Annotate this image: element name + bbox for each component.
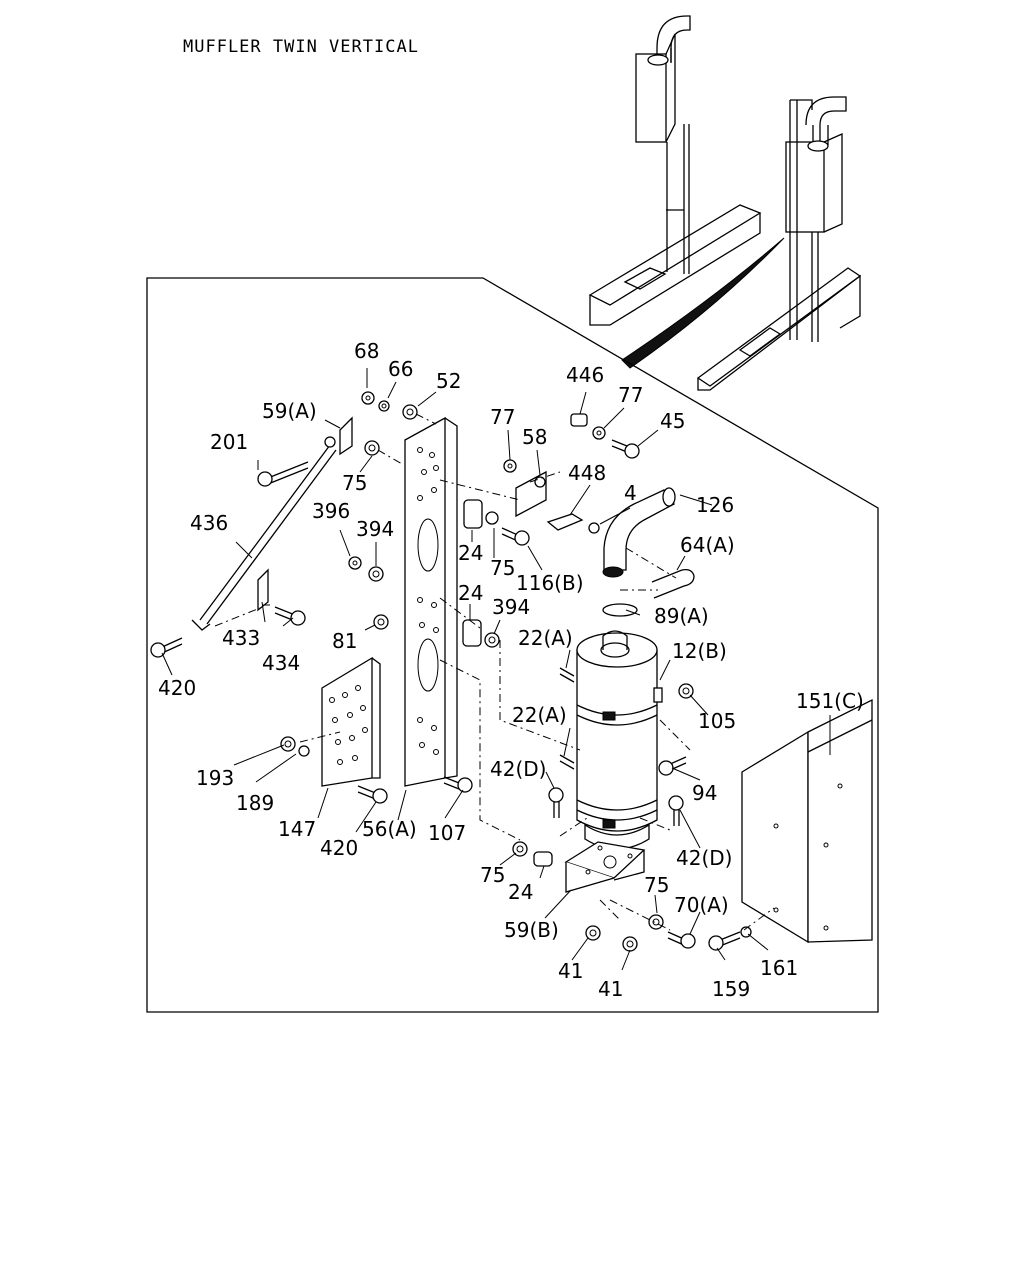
label-77-right: 77	[618, 383, 643, 407]
muffler	[576, 630, 663, 850]
label-42d-left: 42(D)	[490, 757, 546, 781]
label-420-left: 420	[158, 676, 196, 700]
label-66: 66	[388, 357, 413, 381]
label-58: 58	[522, 425, 547, 449]
bracket-448	[546, 513, 584, 531]
label-24-mid: 24	[458, 581, 483, 605]
small-bracket	[339, 416, 353, 456]
fasteners	[150, 391, 752, 952]
label-448: 448	[568, 461, 606, 485]
label-59a: 59(A)	[262, 399, 317, 423]
label-64a: 64(A)	[680, 533, 735, 557]
exhaust-pipe	[602, 487, 676, 578]
label-159: 159	[712, 977, 750, 1001]
overview-illustration	[588, 15, 862, 391]
label-56a: 56(A)	[362, 817, 417, 841]
label-433: 433	[222, 626, 260, 650]
label-193: 193	[196, 766, 234, 790]
label-116b: 116(B)	[516, 571, 584, 595]
label-436: 436	[190, 511, 228, 535]
label-75-base: 75	[644, 873, 669, 897]
label-420-bottom: 420	[320, 836, 358, 860]
assembly-lines	[214, 413, 775, 931]
label-446: 446	[566, 363, 604, 387]
label-126: 126	[696, 493, 734, 517]
label-75-upper: 75	[342, 471, 367, 495]
label-434: 434	[262, 651, 300, 675]
heat-shield	[741, 698, 873, 944]
label-147: 147	[278, 817, 316, 841]
label-4: 4	[624, 481, 637, 505]
label-52: 52	[436, 369, 461, 393]
mounting-plate	[321, 656, 381, 787]
label-75-mid: 75	[490, 556, 515, 580]
vertical-bracket	[404, 416, 458, 787]
label-105: 105	[698, 709, 736, 733]
label-201: 201	[210, 430, 248, 454]
label-41-right: 41	[598, 977, 623, 1001]
label-68: 68	[354, 339, 379, 363]
label-59b: 59(B)	[504, 918, 559, 942]
label-42d-right: 42(D)	[676, 846, 732, 870]
label-70a: 70(A)	[674, 893, 729, 917]
label-394-upper: 394	[356, 517, 394, 541]
part-labels: 68 66 52 59(A) 201 75 436 396 394 77 58 …	[158, 339, 864, 1001]
label-41-left: 41	[558, 959, 583, 983]
clamp	[602, 603, 638, 617]
label-12b: 12(B)	[672, 639, 727, 663]
label-161: 161	[760, 956, 798, 980]
label-89a: 89(A)	[654, 604, 709, 628]
support-rod	[191, 436, 337, 631]
label-45: 45	[660, 409, 685, 433]
label-24-upper: 24	[458, 541, 483, 565]
label-77-left: 77	[490, 405, 515, 429]
label-22a-upper: 22(A)	[518, 626, 573, 650]
diagram-title: MUFFLER TWIN VERTICAL	[183, 37, 419, 57]
label-107: 107	[428, 821, 466, 845]
label-396: 396	[312, 499, 350, 523]
leader-lines	[161, 368, 831, 971]
label-81: 81	[332, 629, 357, 653]
u-bolt	[651, 568, 695, 599]
label-151c: 151(C)	[796, 689, 864, 713]
label-394-lower: 394	[492, 595, 530, 619]
label-189: 189	[236, 791, 274, 815]
label-94: 94	[692, 781, 717, 805]
label-24-lower: 24	[508, 880, 533, 904]
label-22a-lower: 22(A)	[512, 703, 567, 727]
detail-frame	[146, 277, 879, 1013]
label-75-lower: 75	[480, 863, 505, 887]
base-bracket	[564, 841, 646, 893]
